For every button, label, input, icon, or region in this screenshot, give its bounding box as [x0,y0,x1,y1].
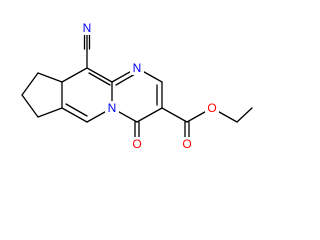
atom-ester-o-single: O [205,101,219,115]
atom-ring-n-top: N [130,61,144,75]
molecule-structure: N N N O O O [21,21,253,151]
bond-c9-c8 [21,72,39,96]
atom-ring-n-bridge: N [105,101,119,115]
atom-ester-o-single-symbol: O [207,101,216,115]
bond-c3-c4 [136,107,163,123]
bond-layer [21,33,253,142]
atom-ester-o-double: O [180,137,194,151]
bond-c10-c9a [86,67,113,83]
atom-carbonyl-o-ring-symbol: O [132,137,141,151]
atom-carbonyl-o-ring: O [130,137,144,151]
bond-c10a-c9 [37,72,63,83]
atom-ring-n-bridge-symbol: N [108,101,117,115]
atom-nitrile-n: N [80,21,94,35]
atom-ester-o-double-symbol: O [182,137,191,151]
bond-c3-cester [161,107,188,123]
bond-c8-c7 [21,94,39,118]
bond-c6-c5a [61,107,88,123]
bond-c9a-ntop-inner [115,73,136,86]
atom-label-layer: N N N O O O [80,21,219,151]
bond-c7-c5a [37,107,63,118]
bond-c6-c5a-inner [65,103,88,117]
bond-c10-c9a-inner [88,72,111,86]
atom-ring-n-top-symbol: N [133,61,142,75]
bond-ch2-ch3 [236,107,253,123]
bond-c10a-c10 [61,67,88,83]
atom-nitrile-n-symbol: N [83,21,92,35]
